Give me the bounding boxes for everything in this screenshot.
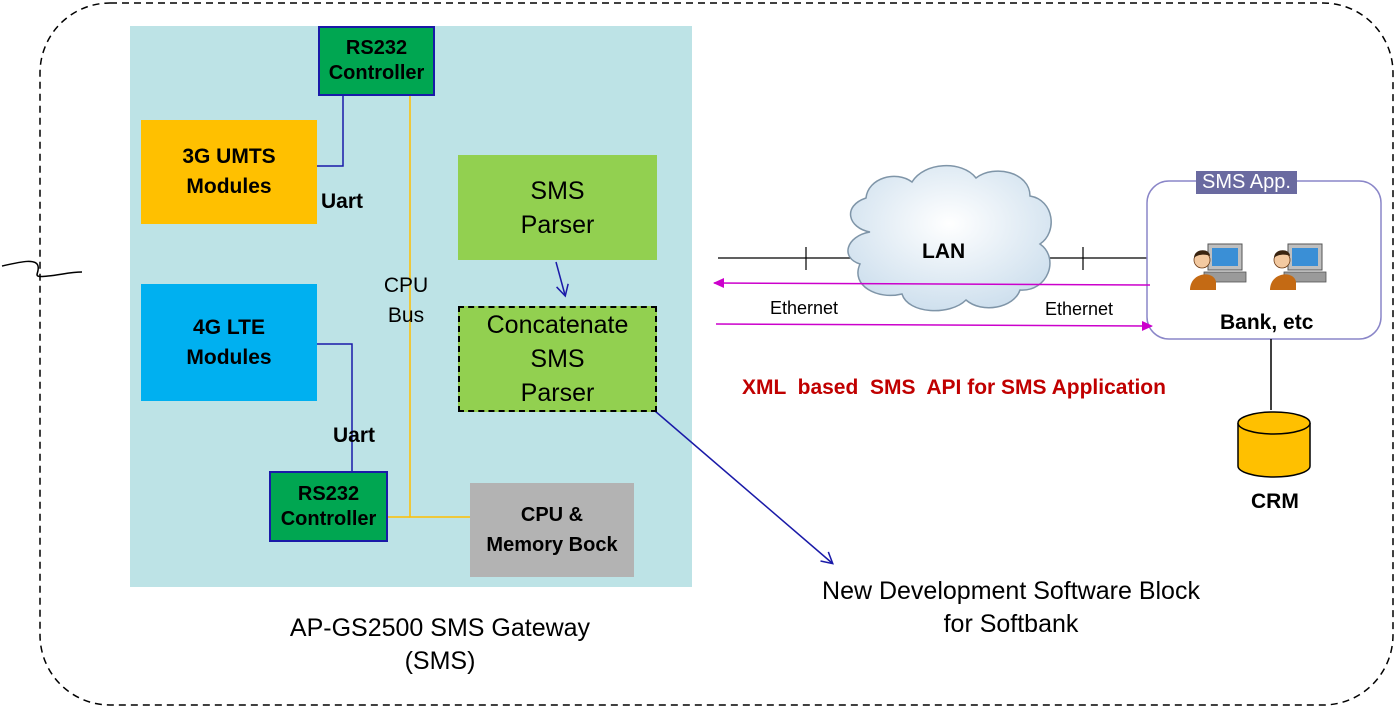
sms-app-caption: Bank, etc xyxy=(1220,311,1314,334)
umts-line1: 3G UMTS xyxy=(182,145,276,168)
rs232-controller-top: RS232 Controller xyxy=(318,26,435,96)
sms-parser-box: SMS Parser xyxy=(458,155,657,260)
rs232-controller-bottom: RS232 Controller xyxy=(269,471,388,542)
bank-user-icon xyxy=(1190,243,1247,290)
new-dev-line2: for Softbank xyxy=(943,610,1079,638)
lte-line2: Modules xyxy=(186,345,272,369)
new-dev-arrow xyxy=(654,410,834,565)
concat-line3: Parser xyxy=(520,379,595,407)
concat-line1: Concatenate xyxy=(486,311,629,339)
cpu-bus-line2: Bus xyxy=(387,304,425,327)
gateway-caption: AP-GS2500 SMS Gateway (SMS) xyxy=(230,612,650,678)
break-squiggle xyxy=(1,260,83,278)
cpu-bus-label: CPU Bus xyxy=(370,271,442,331)
bank-user-icon-2 xyxy=(1270,243,1327,290)
rs232-top-line2: Controller xyxy=(328,62,425,84)
uart-top-label: Uart xyxy=(321,190,364,213)
outer-dashed-boundary xyxy=(39,2,1394,706)
uart-bottom-label: Uart xyxy=(333,424,376,447)
parser-arrow xyxy=(555,261,569,298)
lte-line1: 4G LTE xyxy=(193,315,265,339)
crm-database-icon xyxy=(1237,411,1311,478)
umts-modules-box: 3G UMTS Modules xyxy=(141,120,317,224)
rs232-top-line1: RS232 xyxy=(345,37,408,59)
ethernet-right-label: Ethernet xyxy=(1045,299,1114,319)
sms-app-title: SMS App. xyxy=(1196,171,1297,194)
ethernet-arrow-left xyxy=(713,278,1151,289)
cpu-memory-line2: Memory Bock xyxy=(486,534,618,556)
crm-label: CRM xyxy=(1251,490,1299,513)
lte-modules-box: 4G LTE Modules xyxy=(141,284,317,401)
concat-line2: SMS xyxy=(530,345,585,373)
sms-parser-line1: SMS xyxy=(530,176,585,205)
sms-parser-line2: Parser xyxy=(520,210,595,239)
new-dev-line1: New Development Software Block xyxy=(822,577,1200,605)
lan-label: LAN xyxy=(922,240,966,263)
rs232-bottom-line2: Controller xyxy=(280,507,377,530)
lan-cloud xyxy=(847,165,1052,312)
cpu-memory-line1: CPU & xyxy=(520,504,584,526)
new-development-caption: New Development Software Block for Softb… xyxy=(780,575,1242,641)
cpu-bus-line1: CPU xyxy=(383,274,429,297)
gateway-caption-line2: (SMS) xyxy=(404,647,476,675)
umts-line2: Modules xyxy=(186,175,272,198)
gateway-caption-line1: AP-GS2500 SMS Gateway xyxy=(289,614,591,642)
ethernet-left-label: Ethernet xyxy=(770,298,839,318)
uart-bottom-connector xyxy=(317,343,353,471)
uart-top-connector xyxy=(317,96,344,167)
rs232-bottom-line1: RS232 xyxy=(297,482,360,505)
ethernet-arrow-right xyxy=(715,320,1153,331)
cpu-memory-box: CPU & Memory Bock xyxy=(470,483,634,577)
concatenate-sms-parser-box: Concatenate SMS Parser xyxy=(458,306,657,412)
xml-api-label: XML based SMS API for SMS Application xyxy=(742,376,1166,399)
